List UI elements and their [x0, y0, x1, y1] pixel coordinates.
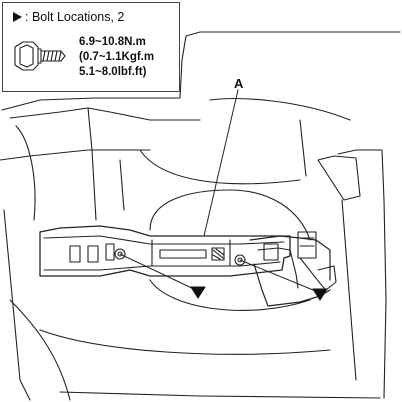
- bracket-inner-bottom: [43, 261, 281, 271]
- bracket-slot-3: [105, 243, 115, 261]
- latch-clip: [297, 231, 317, 259]
- door-right-edge: [337, 149, 387, 399]
- door-mid-curve: [139, 149, 301, 185]
- door-floor-line: [39, 329, 331, 355]
- bracket-slot-5: [211, 247, 225, 261]
- torque-kgfm: (0.7~1.1Kgf.m: [79, 51, 155, 63]
- door-inner-arc: [149, 189, 311, 241]
- bolt-leader-right: [239, 259, 319, 293]
- bolt-hole-right-center: [237, 257, 243, 263]
- door-right-box: [317, 155, 361, 201]
- torque-spec: 6.9~10.8N.m (0.7~1.1Kgf.m 5.1~8.0lbf.ft): [79, 35, 154, 80]
- bolt-arrow-right: [312, 288, 328, 301]
- bolt-hole-left-center: [117, 251, 123, 257]
- door-frame-left: [9, 107, 201, 121]
- triangle-arrow-icon: [13, 12, 22, 22]
- callout-label-a: A: [234, 76, 244, 91]
- bracket-inner-top: [43, 235, 285, 245]
- door-inner-curve-left: [15, 125, 36, 221]
- bracket-hatch: [212, 248, 225, 260]
- latch-cable: [299, 257, 327, 291]
- latch-rod-upper: [249, 235, 331, 281]
- torque-nm: 6.9~10.8N.m: [79, 36, 146, 48]
- bracket-slot-4: [159, 249, 207, 259]
- door-lower-curve: [9, 299, 71, 401]
- latch-rod-inner: [257, 247, 299, 289]
- callout-leader-line: [203, 89, 239, 237]
- door-hatch-2: [299, 119, 307, 177]
- door-inner-curve-right: [209, 98, 351, 121]
- torque-lbfft: 5.1~8.0lbf.ft): [79, 66, 147, 78]
- door-upper-rail: [0, 149, 151, 161]
- bolt-hole-left: [114, 248, 126, 260]
- door-bottom-edge: [59, 391, 381, 399]
- latch-connector: [263, 243, 279, 261]
- door-lower-arc: [149, 279, 311, 311]
- door-left-edge: [3, 209, 31, 401]
- door-hatch-1: [119, 159, 125, 211]
- bolt-icon: [14, 41, 66, 71]
- latch-clip-detail: [299, 237, 315, 247]
- bracket-body: [39, 225, 291, 277]
- legend-title: : Bolt Locations, 2: [13, 10, 124, 24]
- door-vertical-rib: [87, 107, 97, 221]
- bracket-slot-2: [87, 245, 99, 263]
- door-right-inner: [341, 199, 357, 381]
- latch-end: [317, 265, 337, 291]
- bolt-leader-left: [119, 253, 197, 291]
- door-outer-outline: [1, 31, 401, 111]
- bracket-slot-1: [69, 245, 81, 263]
- legend-title-text: : Bolt Locations, 2: [25, 10, 125, 24]
- bolt-arrow-left: [190, 286, 206, 299]
- bolt-hole-right: [234, 254, 246, 266]
- torque-legend-box: : Bolt Locations, 2 6.9~10.8N.m (0.7~1.1…: [2, 2, 180, 92]
